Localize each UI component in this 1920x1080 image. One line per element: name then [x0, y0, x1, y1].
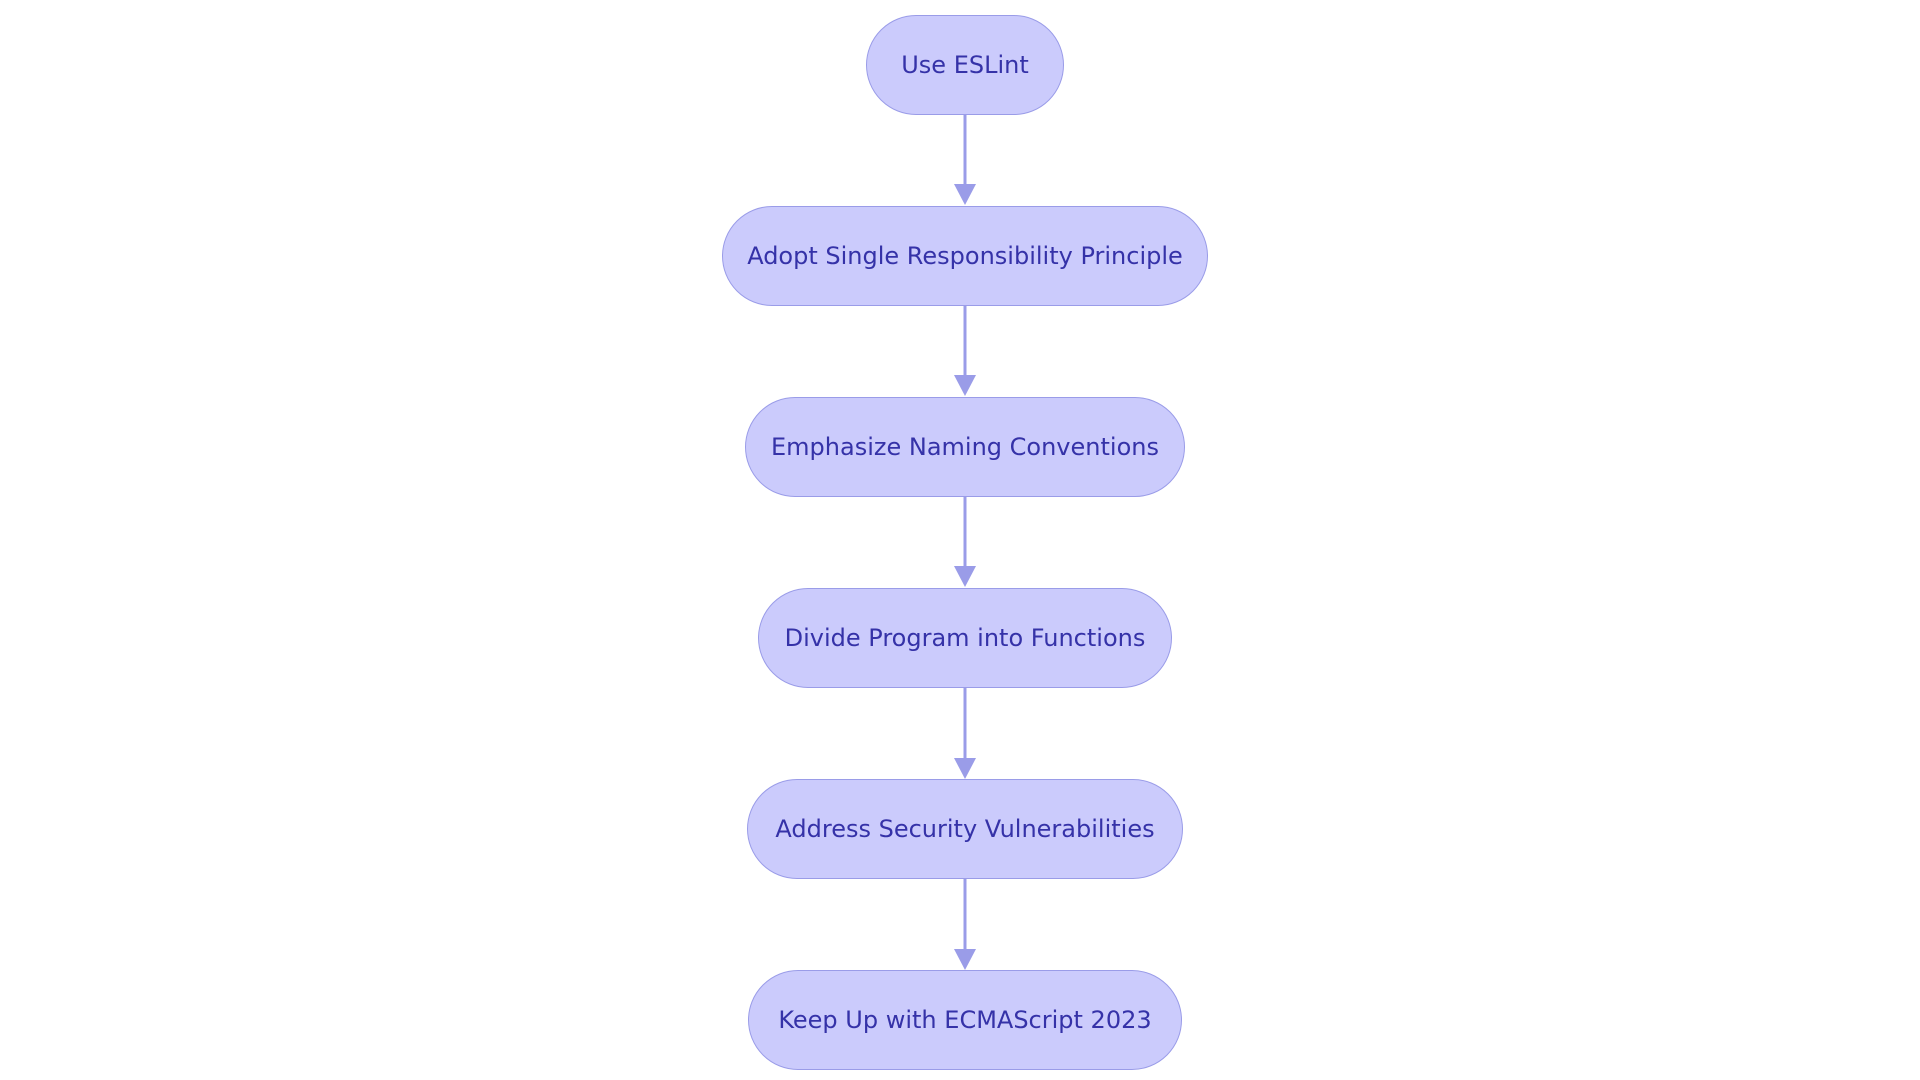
flow-node-single-responsibility: Adopt Single Responsibility Principle	[722, 206, 1208, 306]
flow-node-security-vulnerabilities: Address Security Vulnerabilities	[747, 779, 1183, 879]
edge-n2-n3	[954, 306, 976, 396]
flow-node-label: Address Security Vulnerabilities	[775, 815, 1155, 843]
flow-node-naming-conventions: Emphasize Naming Conventions	[745, 397, 1185, 497]
flow-node-label: Divide Program into Functions	[784, 624, 1146, 652]
edge-n5-n6	[954, 879, 976, 970]
flow-node-divide-functions: Divide Program into Functions	[758, 588, 1172, 688]
flow-node-ecmascript-2023: Keep Up with ECMAScript 2023	[748, 970, 1182, 1070]
flow-node-label: Emphasize Naming Conventions	[771, 433, 1159, 461]
flow-node-label: Adopt Single Responsibility Principle	[747, 242, 1183, 270]
edge-n4-n5	[954, 688, 976, 779]
edge-n3-n4	[954, 497, 976, 587]
edge-n1-n2	[954, 115, 976, 205]
flow-node-label: Keep Up with ECMAScript 2023	[778, 1006, 1152, 1034]
flow-node-label: Use ESLint	[901, 51, 1029, 79]
flow-node-use-eslint: Use ESLint	[866, 15, 1064, 115]
